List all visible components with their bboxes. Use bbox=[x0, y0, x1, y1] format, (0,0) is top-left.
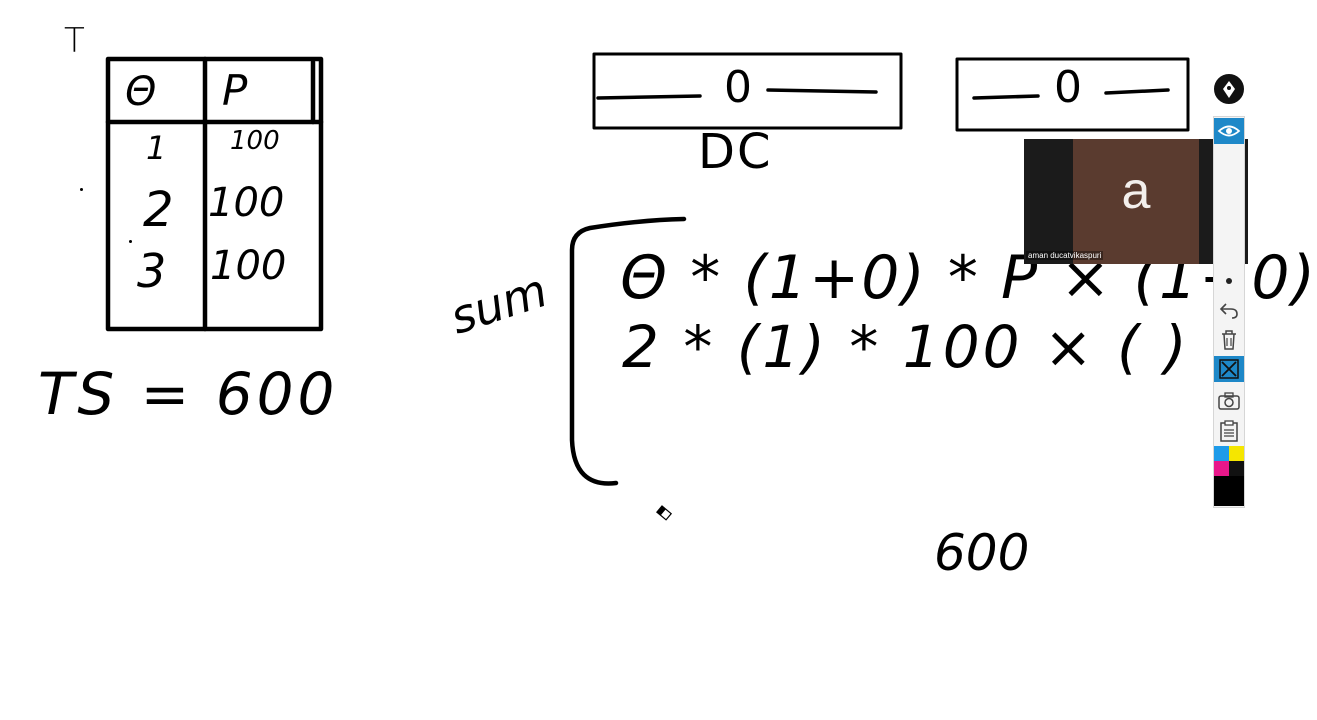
pen-tool-button[interactable] bbox=[1212, 72, 1246, 106]
participant-name: aman ducatvikaspuri bbox=[1026, 251, 1104, 260]
color-swatch-yellow[interactable] bbox=[1229, 446, 1244, 461]
formula-line-2: 2 * (1) * 100 × ( ) bbox=[622, 313, 1190, 381]
participant-video-tile[interactable]: a aman ducatvikaspuri bbox=[1024, 139, 1248, 264]
total-sum-text: TS = 600 bbox=[38, 360, 339, 428]
undo-button[interactable] bbox=[1214, 297, 1244, 323]
box-1-border bbox=[592, 52, 903, 130]
box-2-line-right bbox=[1104, 88, 1170, 95]
pen-icon bbox=[1223, 81, 1235, 98]
result-value: 600 bbox=[934, 524, 1030, 582]
view-toggle-button[interactable] bbox=[1214, 118, 1244, 144]
box-2-border bbox=[955, 57, 1190, 132]
box-1-line-right bbox=[766, 88, 878, 94]
table-label: T bbox=[64, 21, 85, 61]
dot-tool-button[interactable] bbox=[1214, 268, 1244, 294]
annotation-toolbar bbox=[1213, 116, 1245, 508]
table-cell-q-3: 3 bbox=[137, 244, 167, 298]
sum-bracket bbox=[569, 216, 687, 486]
clipboard-button[interactable] bbox=[1214, 418, 1244, 444]
close-board-icon bbox=[1219, 359, 1239, 379]
table-cell-p-1: 100 bbox=[230, 126, 280, 156]
ink-dot bbox=[129, 240, 132, 243]
box-1-value: 0 bbox=[724, 62, 752, 113]
color-swatch-dark[interactable] bbox=[1229, 461, 1244, 476]
table-header-p: P bbox=[222, 66, 248, 115]
color-swatch-blue[interactable] bbox=[1214, 446, 1229, 461]
table-cell-q-2: 2 bbox=[143, 182, 174, 238]
box-2-line-left bbox=[972, 94, 1040, 100]
color-swatch-magenta[interactable] bbox=[1214, 461, 1229, 476]
eye-icon bbox=[1217, 125, 1241, 137]
clear-button[interactable] bbox=[1214, 327, 1244, 353]
table-cell-q-1: 1 bbox=[146, 129, 167, 167]
dc-label: DC bbox=[698, 124, 773, 180]
avatar-background bbox=[1073, 139, 1199, 264]
table-border bbox=[105, 56, 324, 332]
camera-icon bbox=[1218, 392, 1240, 410]
avatar-letter: a bbox=[1121, 162, 1151, 220]
table-cell-p-2: 100 bbox=[208, 180, 285, 226]
screenshot-button[interactable] bbox=[1214, 388, 1244, 414]
table-cell-p-3: 100 bbox=[210, 243, 287, 289]
whiteboard-ink-layer bbox=[105, 52, 1190, 486]
box-2-value: 0 bbox=[1054, 62, 1082, 113]
undo-icon bbox=[1219, 303, 1238, 319]
box-1-line-left bbox=[596, 94, 702, 100]
clipboard-icon bbox=[1220, 420, 1238, 442]
close-board-button[interactable] bbox=[1214, 356, 1244, 382]
color-swatch-black[interactable] bbox=[1214, 476, 1244, 506]
ink-dot bbox=[80, 188, 83, 191]
table-header-q: Θ bbox=[125, 69, 157, 115]
trash-icon bbox=[1222, 330, 1236, 350]
dot-icon bbox=[1226, 278, 1232, 284]
